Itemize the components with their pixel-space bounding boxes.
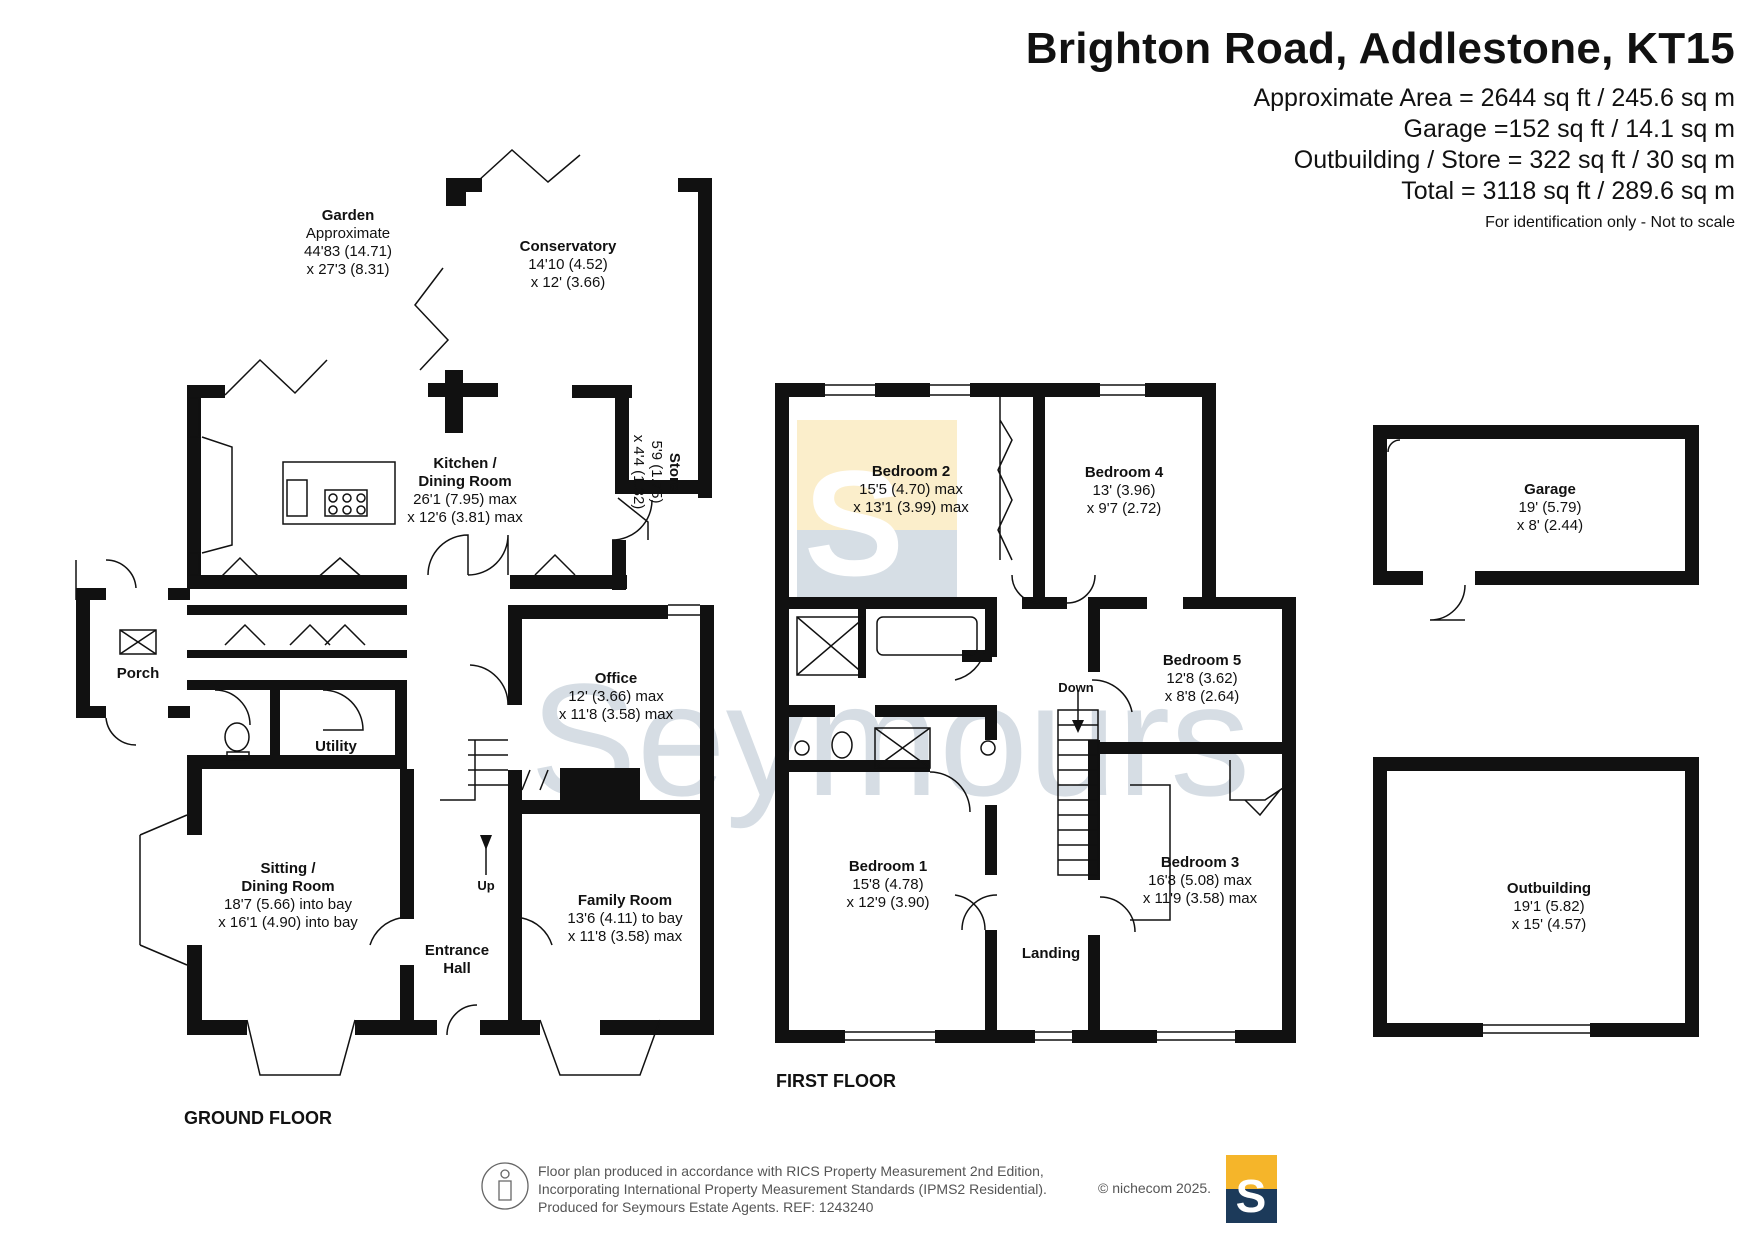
property-title: Brighton Road, Addlestone, KT15 bbox=[1025, 24, 1735, 73]
svg-text:S: S bbox=[1236, 1170, 1267, 1222]
room-dims: x 12' (3.66) bbox=[530, 274, 606, 291]
room-dims: x 4'4 (1.32) bbox=[630, 434, 647, 510]
room-name: Office bbox=[594, 670, 638, 687]
room-name: Bedroom 1 bbox=[848, 858, 928, 875]
room-dims: 13'6 (4.11) to bay bbox=[567, 910, 683, 927]
room-dims: x 9'7 (2.72) bbox=[1086, 500, 1162, 517]
room-kitchen: Kitchen / Dining Room 26'1 (7.95) max x … bbox=[407, 455, 522, 527]
room-dims: x 8'8 (2.64) bbox=[1164, 688, 1240, 705]
room-dims: 16'8 (5.08) max bbox=[1148, 872, 1252, 889]
room-dims: x 15' (4.57) bbox=[1511, 916, 1587, 933]
room-dims: 44'83 (14.71) bbox=[304, 243, 392, 260]
room-name: Dining Room bbox=[418, 473, 512, 490]
room-dims: x 11'8 (3.58) max bbox=[558, 706, 674, 723]
room-landing: Landing bbox=[1022, 945, 1080, 963]
room-porch: Porch bbox=[117, 665, 160, 683]
room-dims: 13' (3.96) bbox=[1092, 482, 1156, 499]
stairs-up-label: Up bbox=[477, 878, 495, 893]
room-entrance-hall: Entrance Hall bbox=[425, 942, 489, 978]
seymours-logo: S bbox=[1226, 1155, 1277, 1223]
svg-text:S: S bbox=[804, 439, 904, 607]
room-dims: 12'8 (3.62) bbox=[1166, 670, 1238, 687]
ground-floor-label: GROUND FLOOR bbox=[184, 1108, 332, 1128]
room-name: Dining Room bbox=[241, 878, 335, 895]
room-name: Family Room bbox=[577, 892, 673, 909]
stairs-down-label: Down bbox=[1058, 680, 1094, 695]
room-dims: 18'7 (5.66) into bay bbox=[224, 896, 352, 913]
footer-line: Incorporating International Property Mea… bbox=[538, 1181, 1047, 1197]
outbuilding-area: Outbuilding / Store = 322 sq ft / 30 sq … bbox=[1293, 146, 1735, 174]
room-name: Bedroom 4 bbox=[1084, 464, 1164, 481]
room-dims: 19'1 (5.82) bbox=[1513, 898, 1585, 915]
room-family: Family Room 13'6 (4.11) to bay x 11'8 (3… bbox=[567, 892, 682, 946]
room-name: Bedroom 5 bbox=[1162, 652, 1242, 669]
total-area: Total = 3118 sq ft / 289.6 sq m bbox=[1401, 177, 1735, 205]
room-name: Porch bbox=[116, 665, 160, 682]
room-garden: Garden Approximate 44'83 (14.71) x 27'3 … bbox=[304, 207, 392, 279]
room-dims: x 16'1 (4.90) into bay bbox=[218, 914, 358, 931]
room-name: Bedroom 2 bbox=[871, 463, 951, 480]
room-dims: 12' (3.66) max bbox=[568, 688, 664, 705]
room-bedroom-5: Bedroom 5 12'8 (3.62) x 8'8 (2.64) bbox=[1163, 652, 1241, 706]
room-name: Utility bbox=[315, 738, 357, 755]
room-name: Store bbox=[666, 452, 683, 492]
room-dims: 15'8 (4.78) bbox=[852, 876, 924, 893]
fixtures bbox=[75, 148, 1590, 1076]
nichecom-credit: © nichecom 2025. bbox=[1098, 1180, 1212, 1196]
walls bbox=[76, 178, 1699, 1043]
room-name: Sitting / bbox=[260, 860, 316, 877]
room-name: Bedroom 3 bbox=[1160, 854, 1240, 871]
room-outbuilding: Outbuilding 19'1 (5.82) x 15' (4.57) bbox=[1507, 880, 1591, 934]
room-dims: x 13'1 (3.99) max bbox=[853, 499, 969, 516]
room-bedroom-1: Bedroom 1 15'8 (4.78) x 12'9 (3.90) bbox=[847, 858, 930, 912]
watermark-logo: S bbox=[797, 420, 957, 608]
room-dims: 26'1 (7.95) max bbox=[413, 491, 517, 508]
footer-line: Produced for Seymours Estate Agents. REF… bbox=[538, 1199, 874, 1215]
garage-area: Garage =152 sq ft / 14.1 sq m bbox=[1403, 115, 1735, 143]
room-name: Conservatory bbox=[519, 238, 617, 255]
room-dims: Approximate bbox=[305, 225, 391, 242]
room-utility: Utility bbox=[315, 738, 357, 756]
rics-mark-icon bbox=[481, 1162, 529, 1210]
room-name: Outbuilding bbox=[1506, 880, 1592, 897]
room-name: Kitchen / bbox=[433, 455, 497, 472]
stair-arrows bbox=[480, 720, 1084, 850]
footer-line: Floor plan produced in accordance with R… bbox=[538, 1163, 1044, 1179]
room-dims: x 8' (2.44) bbox=[1516, 517, 1584, 534]
room-name: Hall bbox=[443, 960, 471, 977]
room-dims: x 12'9 (3.90) bbox=[846, 894, 930, 911]
room-sitting: Sitting / Dining Room 18'7 (5.66) into b… bbox=[218, 860, 358, 932]
room-office: Office 12' (3.66) max x 11'8 (3.58) max bbox=[559, 670, 673, 724]
identification-note: For identification only - Not to scale bbox=[1485, 214, 1735, 231]
room-dims: 19' (5.79) bbox=[1518, 499, 1582, 516]
room-dims: x 11'9 (3.58) max bbox=[1142, 890, 1258, 907]
footer-disclaimer: Floor plan produced in accordance with R… bbox=[538, 1162, 1047, 1216]
room-dims: x 11'8 (3.58) max bbox=[567, 928, 683, 945]
room-dims: x 27'3 (8.31) bbox=[306, 261, 390, 278]
approximate-area: Approximate Area = 2644 sq ft / 245.6 sq… bbox=[1253, 84, 1735, 112]
room-dims: 5'9 (1.75) bbox=[648, 440, 665, 504]
first-floor-label: FIRST FLOOR bbox=[776, 1071, 896, 1091]
room-dims: 15'5 (4.70) max bbox=[859, 481, 963, 498]
room-name: Entrance bbox=[424, 942, 490, 959]
room-dims: 14'10 (4.52) bbox=[528, 256, 608, 273]
room-store: Store 5'9 (1.75) x 4'4 (1.32) bbox=[629, 435, 683, 510]
room-bedroom-2: Bedroom 2 15'5 (4.70) max x 13'1 (3.99) … bbox=[853, 463, 968, 517]
room-conservatory: Conservatory 14'10 (4.52) x 12' (3.66) bbox=[520, 238, 617, 292]
room-name: Garden bbox=[321, 207, 375, 224]
room-bedroom-3: Bedroom 3 16'8 (5.08) max x 11'9 (3.58) … bbox=[1143, 854, 1257, 908]
room-name: Landing bbox=[1021, 945, 1081, 962]
room-garage: Garage 19' (5.79) x 8' (2.44) bbox=[1517, 481, 1583, 535]
room-name: Garage bbox=[1524, 481, 1576, 498]
room-bedroom-4: Bedroom 4 13' (3.96) x 9'7 (2.72) bbox=[1085, 464, 1163, 518]
room-dims: x 12'6 (3.81) max bbox=[407, 509, 523, 526]
